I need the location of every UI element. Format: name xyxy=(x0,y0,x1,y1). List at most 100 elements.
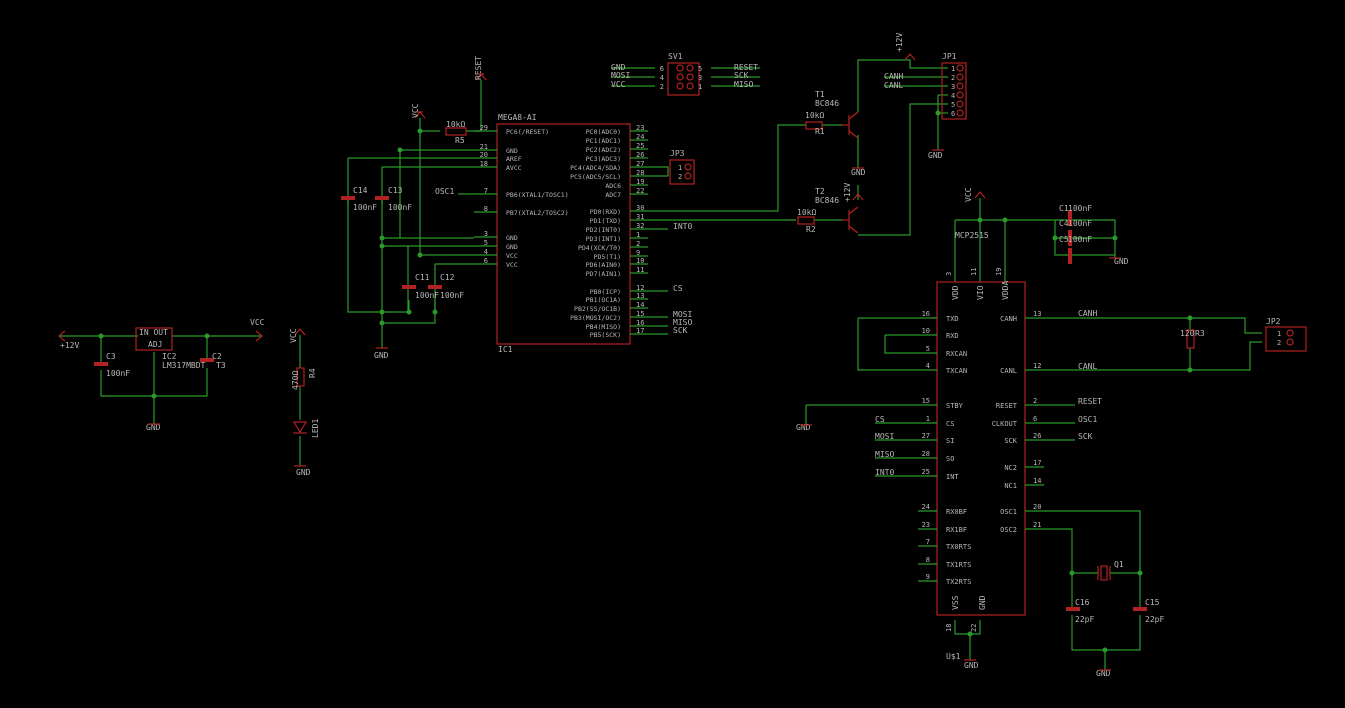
net-label: MOSI xyxy=(611,71,630,80)
pin-number: 25 xyxy=(922,468,930,476)
net-label: Q1 xyxy=(1114,560,1124,569)
pin-name: PB3(MOSI/OC2) xyxy=(570,314,621,322)
net-label: VCC xyxy=(250,318,265,327)
net-label: R5 xyxy=(455,136,465,145)
vertical-label: +12V xyxy=(843,183,852,202)
pin-number: 24 xyxy=(636,133,644,141)
net-label: 10kΩ xyxy=(446,120,465,129)
net-label: JP3 xyxy=(670,149,685,158)
net-label: MISO xyxy=(673,318,692,327)
pin-number: 2 xyxy=(636,240,640,248)
pin-number: 2 xyxy=(951,74,955,82)
net-label: INT0 xyxy=(673,222,692,231)
pin-name: PD1(TXD) xyxy=(590,217,621,225)
pin-number: 21 xyxy=(480,143,488,151)
pin-name: RESET xyxy=(996,402,1018,410)
pin-name: VCC xyxy=(506,261,518,269)
net-label: GND xyxy=(1096,669,1111,678)
vertical-label: VDD xyxy=(951,285,960,300)
net-label: T3 xyxy=(216,361,226,370)
pin-name: GND xyxy=(506,147,518,155)
pin-number: 28 xyxy=(922,450,930,458)
net-label: GND xyxy=(796,423,811,432)
pin-number: 11 xyxy=(636,266,644,274)
pin-number: 24 xyxy=(922,503,930,511)
vertical-label: VCC xyxy=(289,328,298,343)
vertical-label: VCC xyxy=(964,187,973,202)
pin-number: 27 xyxy=(636,160,644,168)
net-label: 22pF xyxy=(1145,615,1164,624)
pin-number: 28 xyxy=(636,169,644,177)
pin-number: 8 xyxy=(926,556,930,564)
pin-name: PC0(ADC0) xyxy=(586,128,621,136)
pin-name: PB5(SCK) xyxy=(590,331,621,339)
vertical-label: VSS xyxy=(951,595,960,610)
net-label: CANH xyxy=(884,72,903,81)
net-label: ADJ xyxy=(148,340,162,349)
pin-number: 10 xyxy=(636,257,644,265)
pin-number: 17 xyxy=(636,327,644,335)
pin-number: 3 xyxy=(484,230,488,238)
net-label: C3 xyxy=(106,352,116,361)
pin-name: CS xyxy=(946,420,954,428)
net-label: T2 xyxy=(815,187,825,196)
pin-name: RX1BF xyxy=(946,526,967,534)
pin-number: 26 xyxy=(636,151,644,159)
pin-number: 3 xyxy=(951,83,955,91)
pin-name: OSC2 xyxy=(1000,526,1017,534)
net-label: BC846 xyxy=(815,99,839,108)
pin-number: 9 xyxy=(636,249,640,257)
sv1-body xyxy=(667,62,700,96)
net-label: 100nF xyxy=(1068,235,1092,244)
pin-name: TX1RTS xyxy=(946,561,971,569)
net-label: IC2 xyxy=(162,352,177,361)
pin-number: 7 xyxy=(484,187,488,195)
pin-number: 4 xyxy=(484,248,488,256)
pin-number: 22 xyxy=(970,624,978,632)
net-label: INT0 xyxy=(875,468,894,477)
capacitors xyxy=(94,196,1147,611)
net-label: MOSI xyxy=(673,310,692,319)
pin-number: 1 xyxy=(636,231,640,239)
pin-name: AVCC xyxy=(506,164,522,172)
pin-number: 31 xyxy=(636,213,644,221)
pin-number: 9 xyxy=(926,573,930,581)
net-label: GND xyxy=(1114,257,1129,266)
pin-name: PB6(XTAL1/TOSC1) xyxy=(506,191,569,199)
net-label: 100nF xyxy=(440,291,464,300)
pin-name: PD7(AIN1) xyxy=(586,270,621,278)
ic1-body xyxy=(496,123,631,345)
net-label: GND xyxy=(964,661,979,670)
net-label: LM317MBDT xyxy=(162,361,206,370)
pin-number: 2 xyxy=(660,83,664,91)
pin-number: 4 xyxy=(660,74,664,82)
net-label: SV1 xyxy=(668,52,683,61)
pin-number: 15 xyxy=(636,310,644,318)
vertical-label: +12V xyxy=(895,33,904,52)
pin-name: PC3(ADC3) xyxy=(586,155,621,163)
pin-name: OSC1 xyxy=(1000,508,1017,516)
pin-name: GND xyxy=(506,243,518,251)
part-outlines xyxy=(135,62,1307,616)
pin-name: CANH xyxy=(1000,315,1017,323)
pin-number: 7 xyxy=(926,538,930,546)
pin-number: 10 xyxy=(922,327,930,335)
net-label: C12 xyxy=(440,273,455,282)
pin-number: 12 xyxy=(1033,362,1041,370)
net-label: C4 xyxy=(1059,219,1069,228)
net-label: C14 xyxy=(353,186,368,195)
net-label: CANH xyxy=(1078,309,1097,318)
net-label: MEGA8-AI xyxy=(498,113,537,122)
pin-number: 12 xyxy=(636,284,644,292)
net-label: 100nF xyxy=(1068,204,1092,213)
pin-number: 1 xyxy=(926,415,930,423)
pin-number: 18 xyxy=(480,160,488,168)
pin-name: PD6(AIN0) xyxy=(586,261,621,269)
net-label: OSC1 xyxy=(1078,415,1097,424)
pin-number: 15 xyxy=(922,397,930,405)
pin-name: PB2(SS/OC1B) xyxy=(574,305,621,313)
net-label: C2 xyxy=(212,352,222,361)
pin-name: CANL xyxy=(1000,367,1017,375)
net-label: 100nF xyxy=(415,291,439,300)
